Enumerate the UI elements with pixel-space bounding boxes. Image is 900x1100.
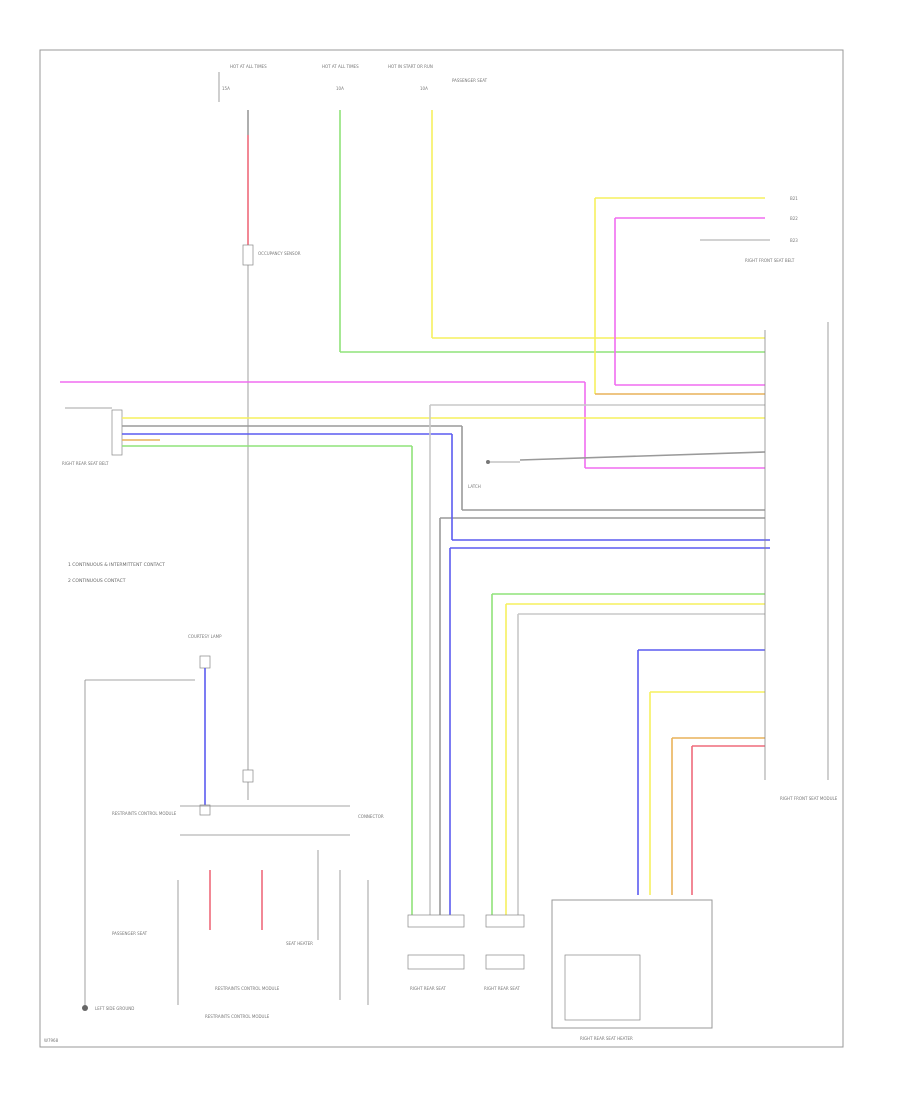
lower-left-sensor: COURTESY LAMP bbox=[188, 634, 222, 816]
fuse-3: HOT IN START OR RUN 10A bbox=[388, 64, 433, 91]
page-code: W7968 bbox=[44, 1038, 59, 1043]
svg-text:B23: B23 bbox=[790, 238, 798, 243]
lower-left-sensor-label: COURTESY LAMP bbox=[188, 634, 222, 639]
legend-item-2: 2 CONTINUOUS CONTACT bbox=[68, 578, 126, 584]
fuse-3-label: HOT IN START OR RUN bbox=[388, 64, 433, 69]
svg-text:15A: 15A bbox=[222, 86, 230, 91]
center-switch-label: OCCUPANCY SENSOR bbox=[258, 251, 301, 256]
fuse-4-label: PASSENGER SEAT bbox=[452, 78, 488, 83]
bottom-connector-1-label: RIGHT REAR SEAT bbox=[410, 986, 446, 991]
fuse-1: HOT AT ALL TIMES 15A bbox=[218, 64, 267, 102]
bottom-connector-2: RIGHT REAR SEAT bbox=[484, 914, 525, 991]
bottom-box-2-label: SEAT HEATER bbox=[286, 941, 313, 946]
magenta-wire bbox=[60, 381, 765, 469]
buckle-harness bbox=[122, 404, 765, 920]
bottom-connector-1: RIGHT REAR SEAT bbox=[407, 914, 465, 991]
left-buckle: RIGHT REAR SEAT BELT bbox=[62, 407, 123, 466]
diagram-frame bbox=[39, 49, 844, 1048]
mid-harness bbox=[491, 593, 765, 920]
vertical-harness bbox=[411, 426, 770, 920]
svg-text:B22: B22 bbox=[790, 216, 798, 221]
legend-item-1: 1 CONTINUOUS & INTERMITTENT CONTACT bbox=[68, 562, 165, 568]
red-wire-fuse1: OCCUPANCY SENSOR bbox=[242, 110, 301, 800]
yellow-wire-fuse3 bbox=[431, 110, 765, 339]
top-right-receiver-wires: B21 B22 B23 RIGHT FRONT SEAT BELT bbox=[594, 196, 798, 394]
svg-text:LATCH: LATCH bbox=[468, 484, 481, 489]
legend: 1 CONTINUOUS & INTERMITTENT CONTACT 2 CO… bbox=[68, 562, 165, 584]
bottom-box: RESTRAINTS CONTROL MODULE SEAT HEATER RE… bbox=[177, 880, 369, 1019]
heater-harness bbox=[637, 649, 765, 895]
left-ground-label: LEFT SIDE GROUND bbox=[95, 1006, 134, 1011]
svg-text:10A: 10A bbox=[336, 86, 344, 91]
fuse-2-label: HOT AT ALL TIMES bbox=[322, 64, 359, 69]
junction-label: CONNECTOR bbox=[358, 814, 384, 819]
svg-text:10A: 10A bbox=[420, 86, 428, 91]
right-module-label: RIGHT FRONT SEAT MODULE bbox=[780, 796, 838, 801]
bottom-connector-2-label: RIGHT REAR SEAT bbox=[484, 986, 520, 991]
right-module: RIGHT FRONT SEAT MODULE bbox=[764, 322, 838, 801]
left-module-1-label: RESTRAINTS CONTROL MODULE bbox=[112, 811, 177, 816]
occupancy-switch: LATCH bbox=[468, 451, 766, 489]
junction: CONNECTOR bbox=[180, 805, 384, 1000]
green-wire-fuse2 bbox=[339, 110, 765, 353]
svg-text:B21: B21 bbox=[790, 196, 798, 201]
fuse-1-label: HOT AT ALL TIMES bbox=[230, 64, 267, 69]
top-right-receiver-label: RIGHT FRONT SEAT BELT bbox=[745, 258, 795, 263]
bottom-right-box-label: RIGHT REAR SEAT HEATER bbox=[580, 1036, 633, 1041]
left-buckle-label: RIGHT REAR SEAT BELT bbox=[62, 461, 109, 466]
orange-wires bbox=[595, 384, 765, 395]
ground-icon bbox=[82, 1005, 88, 1011]
fuse-4: PASSENGER SEAT bbox=[452, 78, 488, 83]
bottom-right-box: RIGHT REAR SEAT HEATER bbox=[551, 899, 713, 1041]
left-modules: RESTRAINTS CONTROL MODULE PASSENGER SEAT… bbox=[82, 679, 195, 1011]
fuse-2: HOT AT ALL TIMES 10A bbox=[322, 64, 359, 91]
svg-text:RESTRAINTS CONTROL MODULE: RESTRAINTS CONTROL MODULE bbox=[205, 1014, 270, 1019]
bottom-box-1-label: RESTRAINTS CONTROL MODULE bbox=[215, 986, 280, 991]
left-module-2-label: PASSENGER SEAT bbox=[112, 931, 148, 936]
